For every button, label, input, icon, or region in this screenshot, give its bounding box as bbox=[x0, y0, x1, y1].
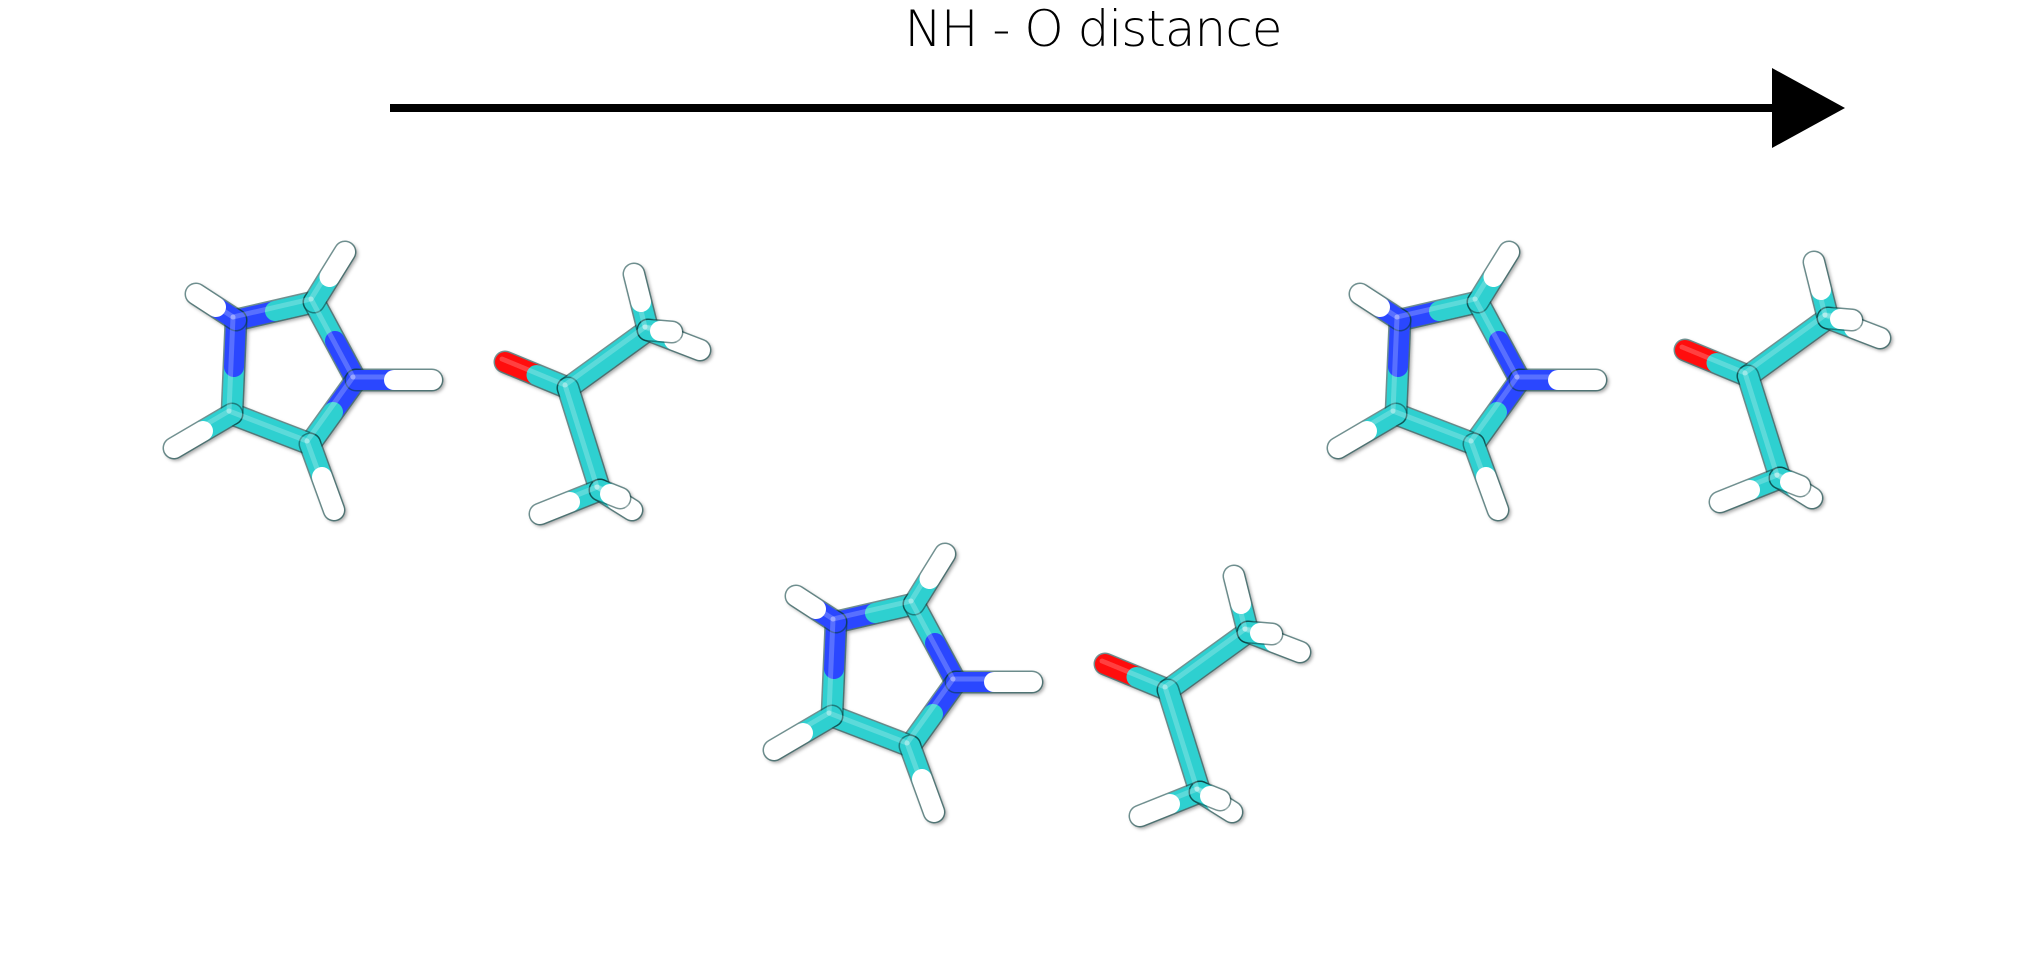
bond-half bbox=[919, 544, 955, 589]
bond-highlight bbox=[1354, 288, 1400, 320]
bond-highlight bbox=[642, 324, 672, 332]
acetone-molecule bbox=[493, 262, 712, 526]
bond-half bbox=[1130, 794, 1180, 826]
bond-highlight bbox=[1472, 246, 1509, 302]
bond-highlight bbox=[1390, 408, 1474, 444]
bond-highlight bbox=[768, 710, 832, 750]
bond-highlight bbox=[1742, 312, 1828, 376]
bond-highlight bbox=[1822, 312, 1880, 338]
bond-highlight bbox=[904, 676, 956, 746]
bond-half bbox=[1710, 480, 1760, 512]
bond-highlight bbox=[1242, 626, 1272, 634]
bond-highlight bbox=[826, 710, 910, 746]
bond-highlight bbox=[534, 484, 600, 514]
bond-highlight bbox=[1242, 626, 1300, 652]
bond-highlight bbox=[1134, 786, 1200, 816]
bond-highlight bbox=[594, 484, 620, 498]
bond-highlight bbox=[226, 314, 236, 414]
snapshot-short-distance bbox=[162, 240, 712, 526]
bond-highlight bbox=[1714, 472, 1780, 502]
bond-highlight bbox=[1468, 438, 1498, 510]
bond-highlight bbox=[1774, 472, 1800, 486]
bond-highlight bbox=[1822, 312, 1852, 320]
bond-highlight bbox=[1099, 658, 1168, 690]
imidazolium-molecule bbox=[1326, 240, 1608, 522]
bond-highlight bbox=[1679, 344, 1748, 376]
imidazolium-molecule bbox=[162, 240, 444, 522]
bond-highlight bbox=[562, 382, 600, 490]
bond-highlight bbox=[304, 438, 334, 510]
bond-highlight bbox=[790, 590, 836, 622]
bond-half bbox=[764, 723, 813, 760]
arrow-head bbox=[1772, 68, 1845, 148]
bond-highlight bbox=[168, 408, 232, 448]
distance-arrow bbox=[390, 68, 1845, 148]
bond-half bbox=[1328, 421, 1377, 458]
bond-highlight bbox=[308, 296, 356, 380]
bond-highlight bbox=[1162, 626, 1248, 690]
axis-label: NH - O distance bbox=[905, 0, 1282, 58]
bond-highlight bbox=[1468, 374, 1520, 444]
bond-half bbox=[1483, 242, 1519, 287]
bond-highlight bbox=[562, 324, 648, 388]
imidazolium-molecule bbox=[762, 542, 1044, 824]
bond-highlight bbox=[226, 408, 310, 444]
bond-highlight bbox=[1332, 408, 1396, 448]
bond-highlight bbox=[1472, 296, 1520, 380]
bond-highlight bbox=[308, 246, 345, 302]
bond-highlight bbox=[1228, 570, 1248, 632]
bond-highlight bbox=[1742, 370, 1780, 478]
bond-highlight bbox=[908, 548, 945, 604]
bond-highlight bbox=[628, 268, 648, 330]
bond-highlight bbox=[908, 598, 956, 682]
bond-half bbox=[319, 242, 355, 287]
bond-highlight bbox=[830, 598, 914, 622]
acetone-molecule bbox=[1673, 250, 1892, 514]
bond-highlight bbox=[230, 296, 314, 320]
bond-highlight bbox=[304, 374, 356, 444]
bond-highlight bbox=[1194, 786, 1220, 800]
bond-highlight bbox=[1394, 296, 1478, 320]
bond-highlight bbox=[1162, 684, 1200, 792]
snapshot-long-distance bbox=[1326, 240, 1892, 522]
bond-highlight bbox=[642, 324, 700, 350]
bond-highlight bbox=[190, 288, 236, 320]
acetone-molecule bbox=[1093, 564, 1312, 828]
bond-highlight bbox=[904, 740, 934, 812]
bond-highlight bbox=[1808, 256, 1828, 318]
snapshot-intermediate-distance bbox=[762, 542, 1312, 828]
bond-highlight bbox=[1390, 314, 1400, 414]
bond-highlight bbox=[499, 356, 568, 388]
bond-half bbox=[530, 492, 580, 524]
bond-highlight bbox=[826, 616, 836, 716]
bond-half bbox=[164, 421, 213, 458]
